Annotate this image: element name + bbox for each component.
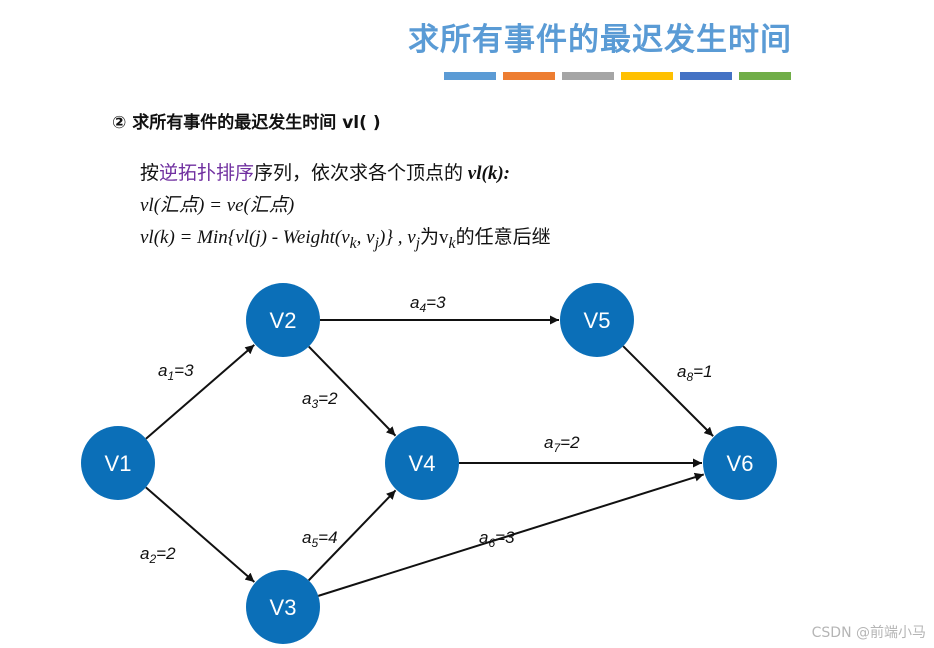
edge-label-a4: a4=3 <box>410 293 446 315</box>
watermark: CSDN @前端小马 <box>811 625 926 641</box>
edge-label-a7: a7=2 <box>544 433 580 455</box>
edge-label-a3: a3=2 <box>302 389 338 411</box>
color-bar-6 <box>739 72 791 80</box>
color-bar-4 <box>621 72 673 80</box>
node-label-v3: V3 <box>270 595 297 620</box>
node-v1 <box>81 426 155 500</box>
color-bar-1 <box>444 72 496 80</box>
node-label-v4: V4 <box>409 451 436 476</box>
edge-a8 <box>622 345 714 437</box>
node-v6 <box>703 426 777 500</box>
edge-label-a8: a8=1 <box>677 362 713 384</box>
edge-label-a2: a2=2 <box>140 544 176 566</box>
edge-a6 <box>317 472 705 597</box>
line3-part-d: 为v <box>420 227 449 248</box>
line3-part-c: )} , v <box>379 227 416 248</box>
line3-sub-j: j <box>374 234 380 252</box>
node-label-v2: V2 <box>270 308 297 333</box>
line1-prefix: 按 <box>140 163 160 184</box>
line1-suffix: 序列，依次求各个顶点的 <box>254 163 468 184</box>
line1-formula: vl(k): <box>467 163 510 184</box>
color-bar-2 <box>503 72 555 80</box>
edge-a3 <box>308 345 397 437</box>
title-color-bars <box>444 72 792 80</box>
edge-label-a1: a1=3 <box>158 361 194 383</box>
page-title: 求所有事件的最迟发生时间 <box>408 22 792 58</box>
node-v2 <box>246 283 320 357</box>
reverse-topological-highlight: 逆拓扑排序 <box>159 163 255 184</box>
line3-sub-j2: j <box>415 234 421 252</box>
node-v3 <box>246 570 320 644</box>
edge-label-a5: a5=4 <box>302 528 338 550</box>
line3-part-e: 的任意后继 <box>455 227 551 248</box>
node-label-v6: V6 <box>727 451 754 476</box>
node-label-v1: V1 <box>105 451 132 476</box>
node-v4 <box>385 426 459 500</box>
line2-formula: vl(汇点) = ve(汇点) <box>140 195 295 216</box>
edge-a2 <box>145 486 256 583</box>
node-label-v5: V5 <box>584 308 611 333</box>
line3-part-b: , v <box>356 227 375 248</box>
edge-label-a6: a6=3 <box>479 528 515 550</box>
section-heading: ② 求所有事件的最迟发生时间 vl( ) <box>112 113 381 133</box>
edge-a5 <box>307 489 397 582</box>
text-line-2: vl(汇点) = ve(汇点) <box>140 190 551 222</box>
line3-sub-k: k <box>349 234 357 252</box>
line3-part-a: vl(k) = Min{vl(j) - Weight(v <box>140 227 350 248</box>
edge-a1 <box>145 344 255 440</box>
text-line-1: 按逆拓扑排序序列，依次求各个顶点的 vl(k): <box>140 158 551 190</box>
formula-text-block: 按逆拓扑排序序列，依次求各个顶点的 vl(k): vl(汇点) = ve(汇点)… <box>140 158 551 260</box>
color-bar-3 <box>562 72 614 80</box>
line3-sub-k2: k <box>448 234 456 252</box>
node-v5 <box>560 283 634 357</box>
color-bar-5 <box>680 72 732 80</box>
text-line-3: vl(k) = Min{vl(j) - Weight(vk, vj)} , vj… <box>140 222 551 260</box>
